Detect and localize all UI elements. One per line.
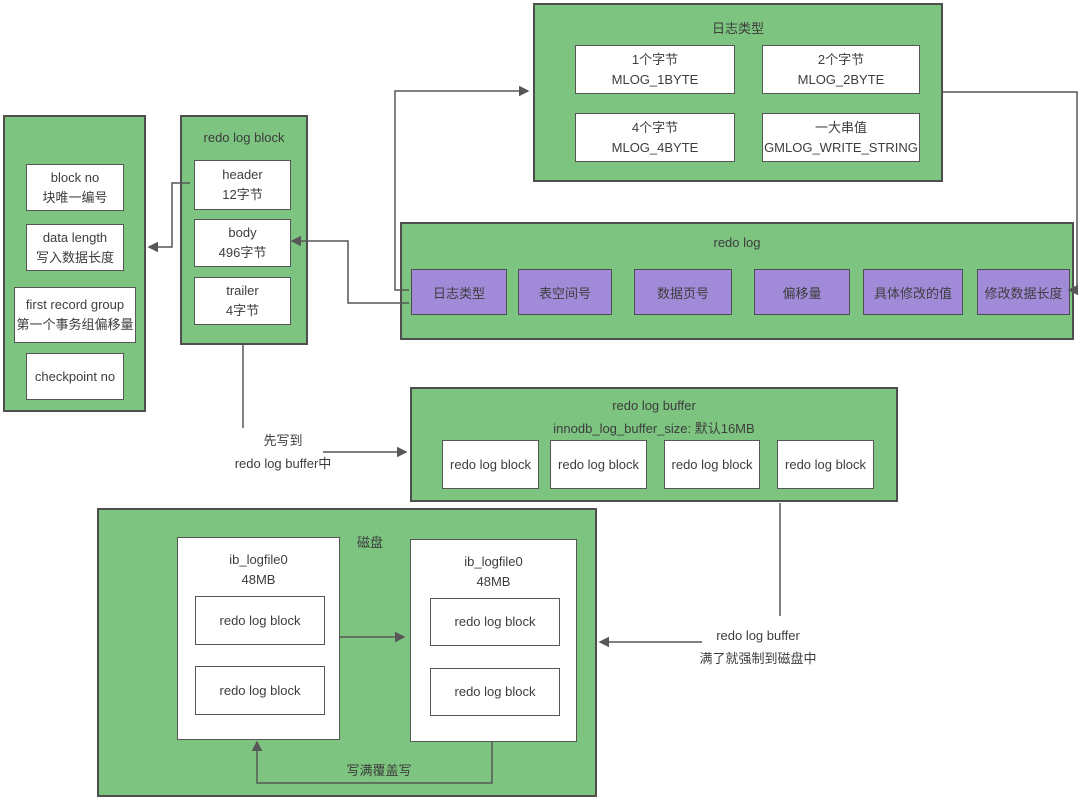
body-label: body — [228, 225, 257, 240]
note-flush-to-disk: redo log buffer 满了就强制到磁盘中 — [678, 624, 838, 670]
field-data-length-label: 修改数据长度 — [984, 285, 1063, 301]
disk-panel: 磁盘 ib_logfile0 48MB redo log block redo … — [97, 508, 597, 797]
redo-log-buffer-panel: redo log buffer innodb_log_buffer_size: … — [410, 387, 898, 502]
buffer-block-1: redo log block — [442, 440, 539, 489]
mlog-1byte-box: 1个字节 MLOG_1BYTE — [575, 45, 735, 94]
buffer-block-2-label: redo log block — [558, 456, 639, 472]
arrow-redolog-to-body — [290, 235, 409, 304]
logfile-1-block-2: redo log block — [195, 666, 325, 715]
field-offset: 偏移量 — [754, 269, 850, 315]
logfile-2-size: 48MB — [476, 574, 511, 589]
mlog-2byte-name: MLOG_2BYTE — [797, 71, 885, 87]
mlog-4byte-name: MLOG_4BYTE — [611, 139, 699, 155]
overwrite-label: 写满覆盖写 — [346, 763, 412, 778]
block-no-box: block no 块唯一编号 — [26, 164, 124, 211]
first-record-group-sublabel: 第一个事务组偏移量 — [16, 317, 134, 332]
trailer-size: 4字节 — [225, 303, 260, 318]
logfile-1-block-1: redo log block — [195, 596, 325, 645]
logfile-1-box: ib_logfile0 48MB redo log block redo log… — [177, 537, 340, 740]
block-fields-panel: block no 块唯一编号 data length 写入数据长度 first … — [3, 115, 146, 412]
buffer-block-4: redo log block — [777, 440, 874, 489]
logfile-2-block-1: redo log block — [430, 598, 560, 646]
block-no-label: block no — [50, 169, 100, 185]
logfile-2-name: ib_logfile0 — [464, 554, 523, 569]
block-no-sublabel: 块唯一编号 — [42, 189, 108, 205]
redo-log-record-panel: redo log 日志类型 表空间号 数据页号 偏移量 具体修改的值 修改数据长… — [400, 222, 1074, 340]
field-data-length: 修改数据长度 — [977, 269, 1070, 315]
logfile-1-name: ib_logfile0 — [229, 552, 288, 567]
redo-log-record-title: redo log — [713, 235, 761, 250]
data-length-label: data length — [42, 229, 108, 245]
buffer-block-4-label: redo log block — [785, 456, 866, 472]
redo-log-block-panel: redo log block header 12字节 body 496字节 tr… — [180, 115, 308, 345]
logfile-2-block-2: redo log block — [430, 668, 560, 716]
mlog-write-string-box: 一大串值 GMLOG_WRITE_STRING — [762, 113, 920, 162]
checkpoint-no-label: checkpoint no — [34, 368, 116, 384]
log-type-panel: 日志类型 1个字节 MLOG_1BYTE 2个字节 MLOG_2BYTE 4个字… — [533, 3, 943, 182]
first-record-group-label: first record group — [25, 297, 125, 312]
checkpoint-no-box: checkpoint no — [26, 353, 124, 400]
mlog-2byte-desc: 2个字节 — [817, 51, 865, 67]
note-write-to-buffer-line2: redo log buffer中 — [234, 456, 332, 471]
redo-log-buffer-subtitle: innodb_log_buffer_size: 默认16MB — [553, 421, 755, 436]
first-record-group-box: first record group 第一个事务组偏移量 — [14, 287, 136, 343]
trailer-label: trailer — [226, 283, 259, 298]
logfile-2-box: ib_logfile0 48MB redo log block redo log… — [410, 539, 577, 742]
field-offset-label: 偏移量 — [782, 285, 822, 301]
field-modified-value-label: 具体修改的值 — [873, 285, 952, 301]
body-box: body 496字节 — [194, 219, 291, 267]
logfile-1-block-1-label: redo log block — [219, 612, 301, 628]
note-write-to-buffer: 先写到 redo log buffer中 — [210, 429, 356, 475]
field-log-type: 日志类型 — [411, 269, 507, 315]
mlog-4byte-box: 4个字节 MLOG_4BYTE — [575, 113, 735, 162]
logfile-2-block-2-label: redo log block — [454, 684, 536, 699]
logfile-1-block-2-label: redo log block — [219, 682, 301, 698]
header-label: header — [222, 167, 263, 182]
field-page-no-label: 数据页号 — [656, 285, 709, 301]
note-write-to-buffer-line1: 先写到 — [263, 433, 303, 448]
buffer-block-2: redo log block — [550, 440, 647, 489]
buffer-block-3: redo log block — [664, 440, 760, 489]
field-tablespace-id: 表空间号 — [518, 269, 612, 315]
buffer-block-1-label: redo log block — [450, 456, 531, 472]
header-size: 12字节 — [222, 187, 263, 202]
note-flush-to-disk-line1: redo log buffer — [716, 628, 800, 643]
field-tablespace-id-label: 表空间号 — [538, 285, 591, 301]
note-flush-to-disk-line2: 满了就强制到磁盘中 — [699, 651, 817, 666]
logfile-2-block-1-label: redo log block — [454, 614, 536, 629]
redo-log-block-title: redo log block — [203, 130, 285, 145]
data-length-sublabel: 写入数据长度 — [35, 249, 114, 265]
mlog-1byte-name: MLOG_1BYTE — [611, 71, 699, 87]
log-type-title: 日志类型 — [711, 21, 764, 36]
disk-title: 磁盘 — [356, 535, 383, 550]
redo-log-buffer-title: redo log buffer — [612, 398, 696, 413]
trailer-box: trailer 4字节 — [194, 277, 291, 325]
body-size: 496字节 — [218, 245, 267, 260]
mlog-write-string-desc: 一大串值 — [814, 119, 867, 135]
field-modified-value: 具体修改的值 — [863, 269, 963, 315]
mlog-write-string-name: GMLOG_WRITE_STRING — [764, 139, 918, 155]
mlog-4byte-desc: 4个字节 — [631, 119, 679, 135]
logfile-1-size: 48MB — [241, 572, 276, 587]
mlog-1byte-desc: 1个字节 — [631, 51, 679, 67]
buffer-block-3-label: redo log block — [671, 456, 753, 472]
header-box: header 12字节 — [194, 160, 291, 210]
data-length-box: data length 写入数据长度 — [26, 224, 124, 271]
field-log-type-label: 日志类型 — [432, 285, 485, 301]
mlog-2byte-box: 2个字节 MLOG_2BYTE — [762, 45, 920, 94]
field-page-no: 数据页号 — [634, 269, 732, 315]
